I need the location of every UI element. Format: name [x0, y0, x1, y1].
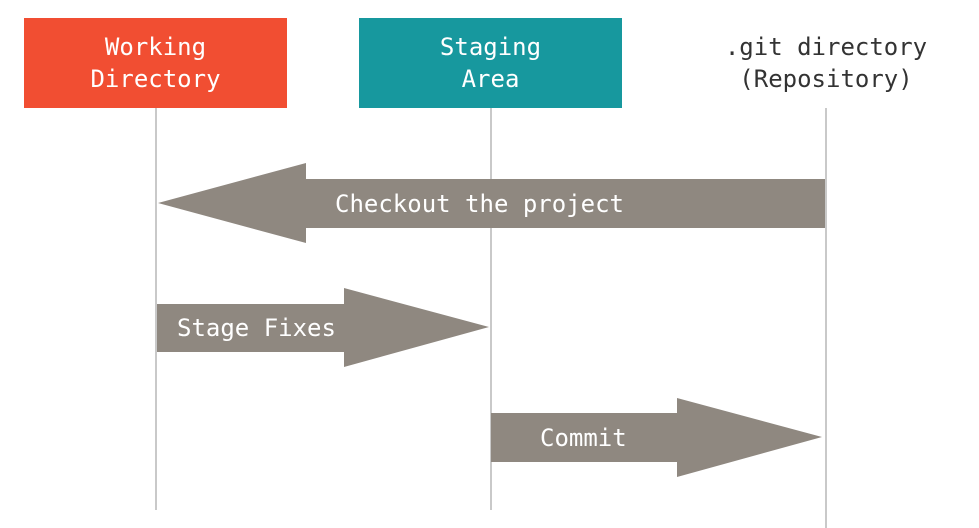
working-directory-box: Working Directory	[24, 18, 287, 108]
checkout-arrow-shape	[158, 163, 825, 243]
working-directory-label-line2: Directory	[90, 65, 221, 93]
stage-fixes-arrow: Stage Fixes	[157, 288, 489, 367]
stage-fixes-arrow-shape	[157, 288, 489, 367]
git-directory-header: .git directory (Repository)	[690, 18, 962, 108]
working-directory-label-line1: Working	[104, 33, 207, 61]
git-directory-label-line2: (Repository)	[739, 65, 913, 93]
checkout-arrow-label: Checkout the project	[335, 190, 624, 218]
staging-area-box: Staging Area	[359, 18, 622, 108]
staging-area-label-line1: Staging	[439, 33, 542, 61]
working-directory-lifeline	[155, 108, 157, 510]
commit-arrow-label: Commit	[540, 424, 627, 452]
staging-area-lifeline	[490, 108, 492, 510]
stage-fixes-arrow-label: Stage Fixes	[177, 314, 336, 342]
commit-arrow-shape	[491, 398, 822, 477]
staging-area-label-line2: Area	[461, 65, 520, 93]
git-directory-lifeline	[825, 108, 827, 528]
checkout-arrow: Checkout the project	[158, 163, 825, 243]
commit-arrow: Commit	[491, 398, 822, 477]
git-directory-label-line1: .git directory	[724, 33, 928, 61]
